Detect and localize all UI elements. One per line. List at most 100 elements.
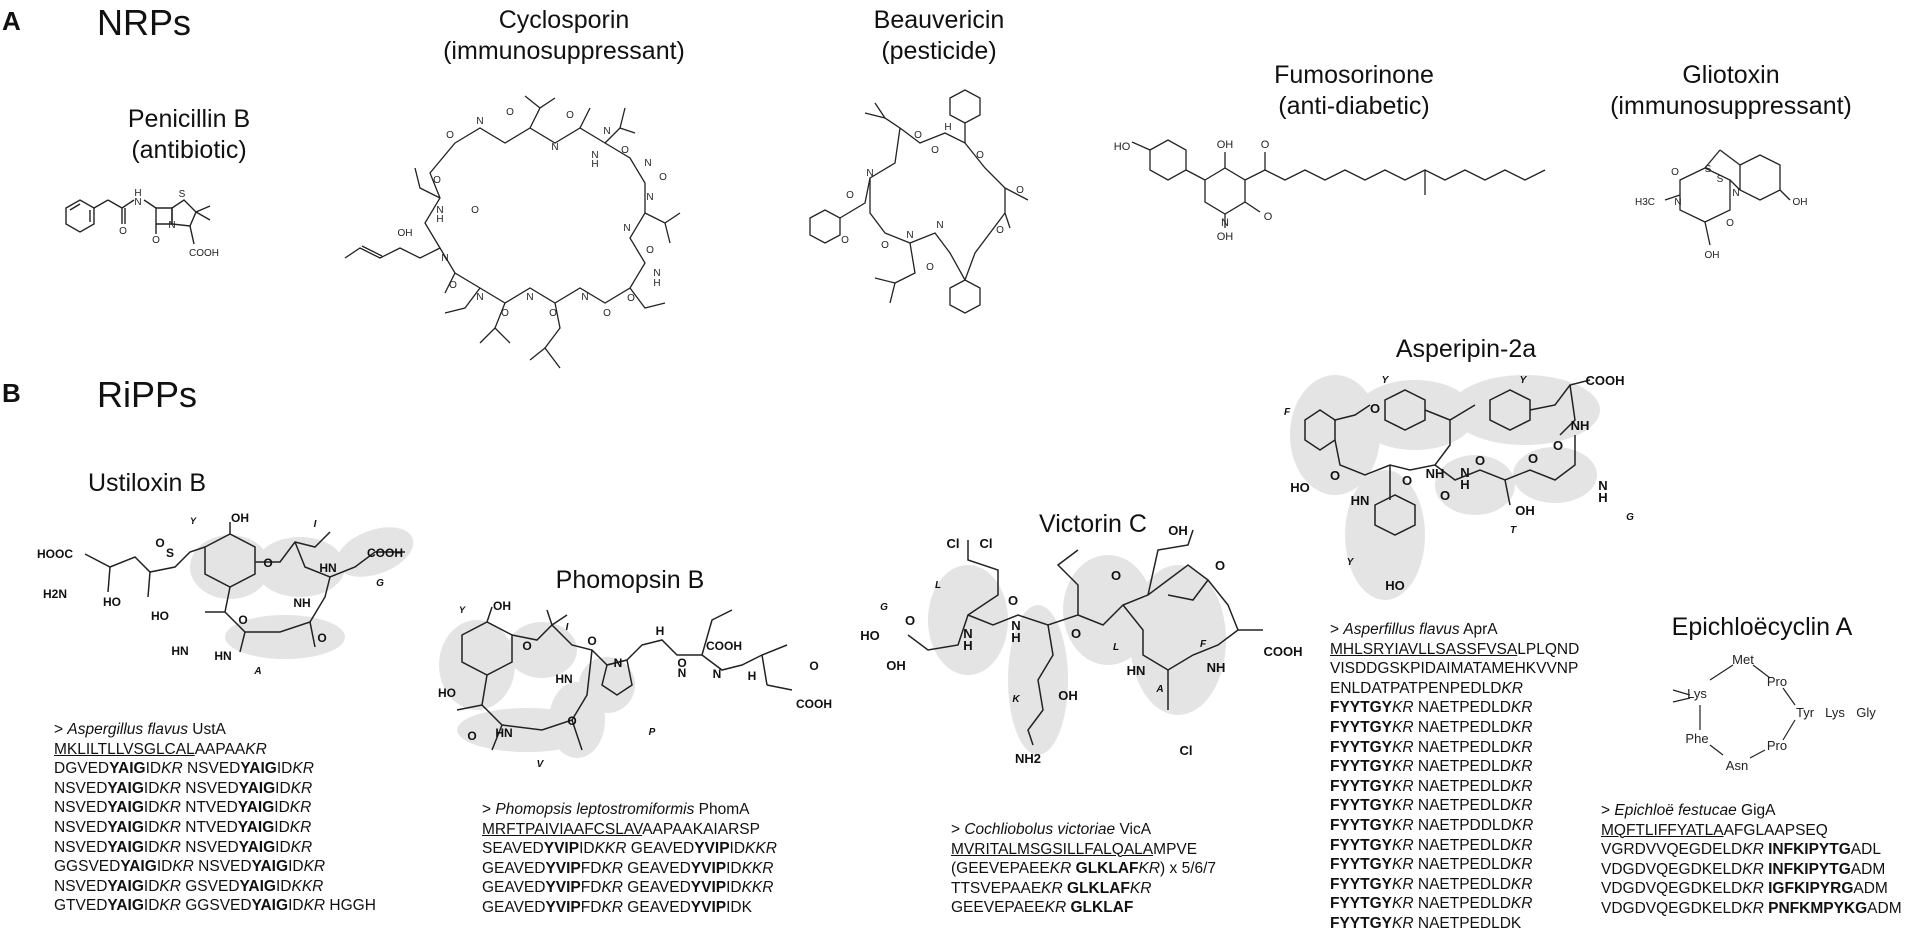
beauvericin-use: (pesticide) — [881, 37, 997, 65]
penicillin-atom-1: N — [134, 197, 141, 208]
phomopsin-sequence: > Phomopsis leptostromiformis PhomA MRFT… — [482, 800, 777, 918]
victorin-atom-1: Cl — [980, 536, 993, 551]
cyclosporin-use: (immunosuppressant) — [443, 37, 685, 65]
asperipin-seq-line-0: MHLSRYIAVLLSASSFVSALPLQND — [1330, 640, 1580, 658]
asperipin-structure: Y Y F O O COOH NH O HO O HN O O NH O N H… — [1284, 373, 1634, 600]
asperipin-atom-23: HO — [1385, 578, 1405, 593]
asperipin-seq-line-10: FYYTGYKR NAETPEDLDKR — [1330, 836, 1533, 854]
cyclosporin-atom-15: O — [449, 280, 457, 291]
gliotoxin-atom-0: O — [1671, 167, 1679, 178]
asperipin-seq-line-4: FYYTGYKR NAETPEDLDKR — [1330, 718, 1533, 736]
victorin-atom-7: H — [963, 638, 972, 653]
phomopsin-atom-8: N — [614, 656, 623, 670]
phomopsin-atom-17: HN — [495, 726, 512, 740]
penicillin-title: Penicillin B (antibiotic) — [104, 104, 274, 166]
beauvericin-atom-1: O — [931, 145, 939, 156]
ustiloxin-atom-0: Y — [190, 516, 197, 526]
gliotoxin-atom-8: OH — [1705, 250, 1720, 261]
beauvericin-atom-7: N — [906, 230, 913, 241]
epichloecyclin-source-line: > Epichloë festucae GigA — [1601, 802, 1776, 819]
asperipin-seq-line-12: FYYTGYKR NAETPEDLDKR — [1330, 875, 1533, 893]
victorin-atom-21: OH — [1058, 688, 1078, 703]
asperipin-atom-labels: Y Y F O O COOH NH O HO O HN O O NH O N H… — [1284, 373, 1634, 593]
asperipin-atom-19: OH — [1515, 503, 1535, 518]
phomopsin-atom-4: HO — [438, 686, 456, 700]
phomopsin-title: Phomopsin B — [555, 566, 705, 594]
penicillin-atom-0: H — [134, 188, 141, 199]
epichloecyclin-source-organism: Epichloë festucae — [1614, 802, 1737, 819]
ustiloxin-atom-labels: Y OH I HOOC S O O HN COOH H2N HO G HO HN… — [37, 511, 403, 677]
beauvericin-atom-11: O — [1016, 185, 1024, 196]
victorin-atom-0: Cl — [947, 536, 960, 551]
ustiloxin-atom-4: S — [166, 546, 174, 560]
asperipin-seq-line-5: FYYTGYKR NAETPEDLDKR — [1330, 738, 1533, 756]
cyclosporin-atom-29: H — [591, 159, 598, 170]
fumosorinone-use: (anti-diabetic) — [1278, 92, 1430, 120]
asperipin-atom-1: Y — [1520, 375, 1528, 386]
victorin-atom-11: H — [1011, 630, 1020, 645]
ustiloxin-seq-line-2: NSVEDYAIGIDKR NSVEDYAIGIDKR — [54, 779, 313, 797]
asperipin-seq-line-6: FYYTGYKR NAETPEDLDKR — [1330, 758, 1533, 776]
epichloecyclin-seq-line-2: VDGDVQEGDKELDKR INFKIPYTGADM — [1601, 860, 1886, 878]
phomopsin-seq-line-0: MRFTPAIVIAAFCSLAVAAPAAKAIARSP — [482, 820, 760, 838]
epichloecyclin-atom-0: Met — [1732, 652, 1754, 667]
panel-b-title: RiPPs — [97, 374, 198, 415]
phomopsin-atom-12: H — [748, 669, 757, 683]
victorin-atom-18: COOH — [1264, 644, 1303, 659]
cyclosporin-atom-25: O — [471, 205, 479, 216]
beauvericin-atom-0: O — [914, 130, 922, 141]
victorin-atom-labels: Cl Cl G L HO O N H OH O N H O O L OH O F… — [860, 523, 1302, 766]
victorin-atom-24: NH — [1207, 660, 1226, 675]
ustiloxin-atom-2: I — [314, 519, 317, 530]
gliotoxin-atom-labels: O S S N H3C N O OH OH — [1635, 164, 1808, 261]
phomopsin-atom-18: O — [467, 729, 476, 743]
cyclosporin-name: Cyclosporin — [498, 6, 630, 34]
beauvericin-structure: O O N O H O O N O N O O O — [809, 89, 1029, 314]
phomopsin-atom-20: P — [649, 727, 656, 738]
asperipin-atom-12: O — [1440, 488, 1450, 503]
beauvericin-atom-3: O — [976, 150, 984, 161]
cyclosporin-atom-21: O — [603, 308, 611, 319]
phomopsin-atom-19: V — [537, 759, 545, 770]
phomopsin-seq-line-3: GEAVEDYVIPFDKR GEAVEDYVIPIDKKR — [482, 879, 774, 897]
fumosorinone-atom-2: O — [1261, 139, 1270, 151]
cyclosporin-atom-0: O — [446, 130, 454, 141]
asperipin-atom-16: H — [1460, 477, 1469, 492]
fumosorinone-name: Fumosorinone — [1274, 61, 1434, 89]
beauvericin-atom-5: O — [846, 190, 854, 201]
cyclosporin-atom-14: N — [441, 253, 448, 264]
cyclosporin-atom-16: N — [476, 292, 483, 303]
phomopsin-seq-line-2: GEAVEDYVIPFDKR GEAVEDYVIPIDKKR — [482, 859, 774, 877]
ustiloxin-seq-line-7: NSVEDYAIGIDKR GSVEDYAIGIDKKR — [54, 877, 324, 895]
ustiloxin-seq-line-8: GTVEDYAIGIDKR GGSVEDYAIGIDKR HGGH — [54, 897, 376, 915]
epichloecyclin-structure: Met Lys Pro Tyr Lys Gly Phe Pro Asn — [1672, 652, 1876, 773]
asperipin-atom-10: HN — [1351, 493, 1370, 508]
victorin-source-organism: Cochliobolus victoriae — [964, 821, 1116, 838]
victorin-seq-line-1: (GEEVEPAEEKR GLKLAFKR) x 5/6/7 — [951, 860, 1217, 878]
ustiloxin-atom-15: O — [317, 631, 326, 645]
gliotoxin-title: Gliotoxin (immunosuppressant) — [1591, 60, 1871, 122]
epichloecyclin-title: Epichloëcyclin A — [1671, 613, 1853, 641]
victorin-atom-20: A — [1155, 684, 1163, 695]
ustiloxin-atom-11: G — [376, 578, 384, 589]
victorin-atom-23: NH2 — [1015, 751, 1041, 766]
gliotoxin-atom-6: O — [1726, 218, 1734, 229]
cyclosporin-atom-17: N — [526, 292, 533, 303]
cyclosporin-atom-19: O — [549, 308, 557, 319]
asperipin-atom-5: COOH — [1586, 373, 1625, 388]
fumosorinone-atom-5: O — [1264, 211, 1273, 223]
victorin-atom-17: F — [1200, 639, 1207, 650]
victorin-atom-3: L — [935, 580, 941, 591]
asperipin-sequence: > Asperfillus flavus AprA MHLSRYIAVLLSAS… — [1330, 620, 1579, 934]
victorin-atom-12: O — [1071, 626, 1081, 641]
phomopsin-atom-11: N — [678, 666, 687, 680]
ustiloxin-sequence: > Aspergillus flavus UstA MKLILTLLVSGLCA… — [54, 720, 376, 916]
victorin-atom-2: G — [880, 602, 888, 613]
victorin-seq-line-3: GEEVEPAEEKR GLKLAF — [951, 899, 1134, 917]
asperipin-atom-18: H — [1598, 490, 1607, 505]
epichloecyclin-atom-4: Lys — [1825, 705, 1845, 720]
cyclosporin-atom-13: O — [433, 175, 441, 186]
beauvericin-atom-9: N — [936, 220, 943, 231]
ustiloxin-atom-17: HN — [214, 649, 231, 663]
ustiloxin-source-organism: Aspergillus flavus — [67, 721, 188, 738]
